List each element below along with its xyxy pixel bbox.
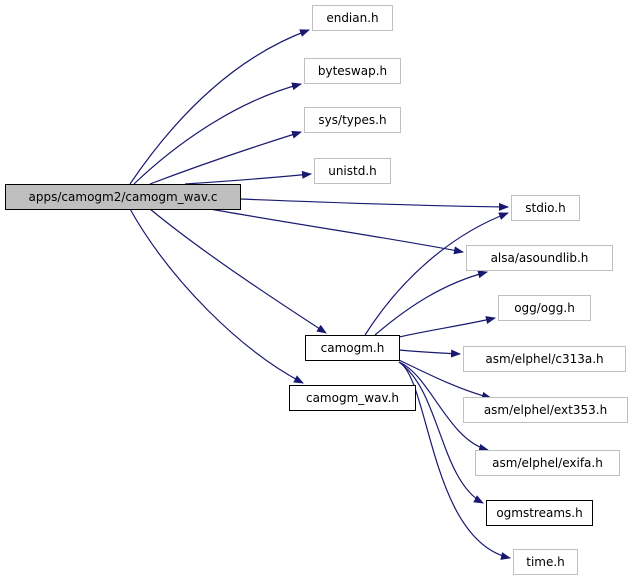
- edge-camogm-to-exifa: [398, 361, 489, 452]
- edge-root-to-camogm: [149, 208, 327, 334]
- edge-camogm-to-ext353: [398, 359, 492, 400]
- node-time: time.h: [513, 549, 578, 575]
- node-camogmwav[interactable]: camogm_wav.h: [289, 385, 416, 411]
- nodes-layer: apps/camogm2/camogm_wav.c endian.h byteswa…: [5, 5, 628, 575]
- node-box: [475, 450, 620, 476]
- node-box: [305, 335, 400, 361]
- node-label: apps/camogm2/camogm_wav.c: [29, 190, 218, 204]
- node-camogm[interactable]: camogm.h: [305, 335, 400, 361]
- node-c313a: asm/elphel/c313a.h: [463, 346, 626, 372]
- node-byteswap: byteswap.h: [304, 58, 401, 84]
- node-label: camogm_wav.h: [306, 391, 399, 405]
- node-unistd: unistd.h: [314, 158, 391, 184]
- node-label: stdio.h: [525, 201, 565, 215]
- node-box: [498, 295, 591, 321]
- edge-camogm-to-alsa: [374, 270, 488, 336]
- edge-root-to-alsa: [209, 208, 464, 255]
- node-endian: endian.h: [312, 5, 393, 31]
- edge-camogm-to-ogmstreams: [398, 361, 484, 504]
- node-box: [486, 500, 593, 526]
- node-box: [304, 58, 401, 84]
- node-label: alsa/asoundlib.h: [491, 251, 589, 265]
- node-box: [511, 195, 580, 221]
- node-box: [466, 245, 613, 271]
- edge-root-to-byteswap: [133, 82, 302, 185]
- node-systypes: sys/types.h: [304, 107, 401, 133]
- edge-camogm-to-ogg: [398, 316, 496, 338]
- node-stdio: stdio.h: [511, 195, 580, 221]
- node-alsa: alsa/asoundlib.h: [466, 245, 613, 271]
- edge-camogm-to-stdio: [364, 212, 509, 336]
- node-label: camogm.h: [321, 341, 385, 355]
- node-box: [289, 385, 416, 411]
- node-label: sys/types.h: [318, 113, 386, 127]
- node-label: time.h: [526, 555, 565, 569]
- edges-layer: [129, 29, 511, 560]
- node-label: endian.h: [326, 11, 378, 25]
- node-box: [5, 184, 241, 210]
- node-label: asm/elphel/exifa.h: [492, 456, 603, 470]
- edge-root-to-stdio: [239, 198, 509, 211]
- edge-camogm-to-time: [398, 361, 511, 560]
- node-label: ogg/ogg.h: [514, 301, 575, 315]
- node-ext353: asm/elphel/ext353.h: [463, 397, 628, 423]
- edge-root-to-camogmwav: [129, 208, 304, 384]
- node-box: [312, 5, 393, 31]
- node-box: [314, 158, 391, 184]
- node-label: asm/elphel/c313a.h: [485, 352, 603, 366]
- node-label: unistd.h: [328, 164, 377, 178]
- edge-root-to-systypes: [149, 130, 302, 185]
- node-root[interactable]: apps/camogm2/camogm_wav.c: [5, 184, 241, 210]
- node-label: ogmstreams.h: [496, 506, 582, 520]
- edge-camogm-to-c313a: [398, 349, 461, 358]
- node-box: [463, 397, 628, 423]
- edge-root-to-unistd: [184, 170, 312, 185]
- node-box: [513, 549, 578, 575]
- node-label: byteswap.h: [318, 64, 387, 78]
- node-label: asm/elphel/ext353.h: [484, 403, 607, 417]
- node-ogg: ogg/ogg.h: [498, 295, 591, 321]
- node-exifa: asm/elphel/exifa.h: [475, 450, 620, 476]
- node-ogmstreams[interactable]: ogmstreams.h: [486, 500, 593, 526]
- node-box: [463, 346, 626, 372]
- edge-root-to-endian: [129, 29, 310, 185]
- node-box: [304, 107, 401, 133]
